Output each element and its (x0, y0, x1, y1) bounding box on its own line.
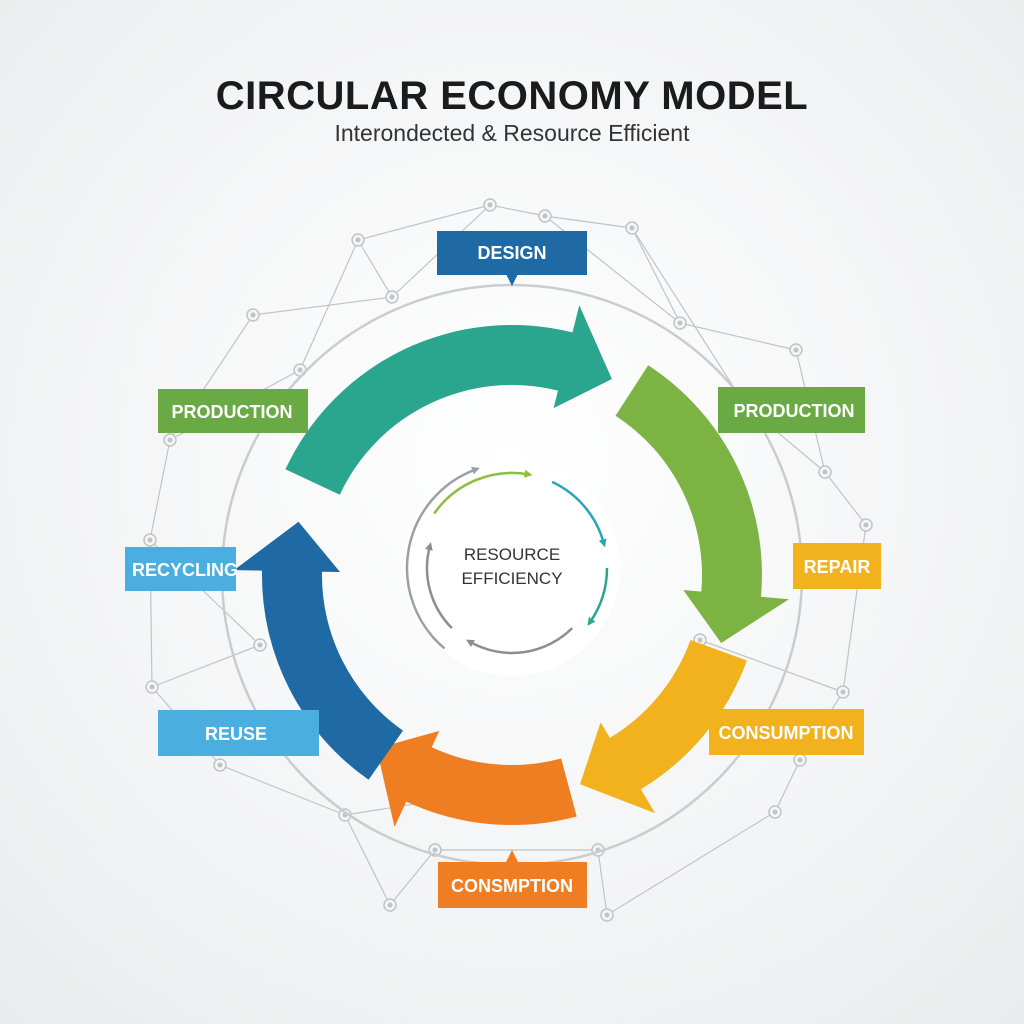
network-edge (252, 296, 393, 316)
arrow-production (615, 365, 789, 643)
network-node-dot (149, 684, 155, 690)
page-title: CIRCULAR ECONOMY MODEL (215, 74, 809, 118)
label-production-right-text: PRODUCTION (734, 401, 855, 421)
label-consumption-right-box (709, 709, 864, 755)
center-label-line2: EFFICIENCY (461, 569, 562, 588)
network-edge (151, 644, 261, 688)
network-node-dot (389, 294, 395, 300)
label-design-text: DESIGN (477, 243, 546, 263)
network-edge (597, 849, 608, 916)
cycle-arrows (234, 305, 789, 827)
label-production-left[interactable]: PRODUCTION (158, 389, 308, 433)
network-node-dot (167, 437, 173, 443)
label-repair-text: REPAIR (804, 557, 871, 577)
network-node-dot (432, 847, 438, 853)
network-edge (544, 215, 633, 229)
network-node-dot (355, 237, 361, 243)
network-edge (679, 322, 797, 351)
network-edge (606, 811, 776, 916)
network-node-dot (217, 762, 223, 768)
inner-disc (404, 460, 620, 676)
arrow-reuse (234, 521, 403, 780)
inner-arrow-5 (425, 542, 453, 629)
network-edge (219, 764, 346, 816)
network-edge (631, 227, 746, 406)
inner-arrow-6 (405, 466, 480, 650)
network-node-dot (797, 757, 803, 763)
network-edge (631, 227, 681, 324)
network-edge (774, 759, 801, 813)
label-recycling[interactable]: RECYCLING (125, 547, 238, 591)
label-design-box (437, 231, 587, 275)
label-reuse[interactable]: REUSE (158, 710, 319, 756)
label-repair[interactable]: REPAIR (793, 543, 881, 589)
label-consumption-right-text: CONSUMPTION (719, 723, 854, 743)
inner-cycle (404, 460, 620, 676)
network-edge (149, 439, 171, 541)
inner-arrow-2 (551, 480, 607, 548)
label-consumption-bottom-box (438, 862, 587, 908)
network-node-dot (822, 469, 828, 475)
label-design[interactable]: DESIGN (437, 231, 587, 286)
label-recycling-text: RECYCLING (132, 560, 238, 580)
network-node-dot (840, 689, 846, 695)
label-repair-box (793, 543, 881, 589)
label-consumption-bottom-pointer (506, 850, 518, 862)
label-consumption-bottom-text: CONSMPTION (451, 876, 573, 896)
label-production-left-box (158, 389, 308, 433)
label-reuse-box (158, 710, 319, 756)
label-recycling-box (125, 547, 236, 591)
network-edge (389, 849, 436, 906)
network-edge (299, 239, 359, 371)
network-node-dot (629, 225, 635, 231)
page-subtitle: Interondected & Resource Efficient (334, 120, 690, 146)
network-edge (699, 639, 844, 693)
label-production-left-text: PRODUCTION (172, 402, 293, 422)
network-node-dot (297, 367, 303, 373)
network-node-dot (697, 637, 703, 643)
label-design-pointer (506, 274, 518, 286)
inner-arrow-3 (587, 567, 609, 626)
network-edge (824, 471, 867, 526)
network-node-dot (604, 912, 610, 918)
label-consumption-bottom[interactable]: CONSMPTION (438, 850, 587, 908)
network-edge (357, 204, 491, 241)
network-node-dot (147, 537, 153, 543)
network-edge (357, 239, 393, 298)
arrow-disposal (376, 730, 577, 827)
network-node-dot (250, 312, 256, 318)
network-node-dot (387, 902, 393, 908)
network-node-dot (542, 213, 548, 219)
network-node-dot (257, 642, 263, 648)
label-production-right-box (718, 387, 865, 433)
network-node-dot (793, 347, 799, 353)
label-consumption-right[interactable]: CONSUMPTION (709, 709, 864, 755)
label-production-right[interactable]: PRODUCTION (718, 387, 865, 433)
network-edge (344, 814, 391, 906)
network-node-dot (863, 522, 869, 528)
arrow-consumption (580, 640, 747, 814)
inner-arrow-1 (433, 469, 533, 515)
network-node-dot (487, 202, 493, 208)
network-node-dot (772, 809, 778, 815)
network-edge (489, 204, 546, 217)
inner-arrow-4 (466, 627, 573, 655)
network-node-dot (677, 320, 683, 326)
center-label-line1: RESOURCE (464, 545, 560, 564)
label-reuse-text: REUSE (205, 724, 267, 744)
arrow-design (285, 305, 612, 495)
